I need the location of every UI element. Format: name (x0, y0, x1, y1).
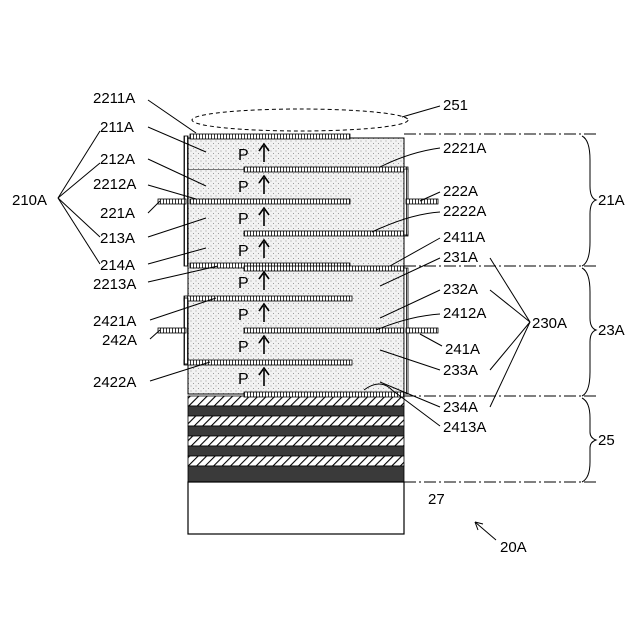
leader-242A (150, 330, 160, 339)
label-2221A: 2221A (443, 140, 486, 157)
leader-251 (402, 106, 440, 117)
label-2413A: 2413A (443, 419, 486, 436)
label-251: 251 (443, 97, 468, 114)
layer-211A (188, 138, 404, 170)
svg-text:P: P (238, 147, 249, 164)
label-242A: 242A (102, 332, 137, 349)
layer-25-stripe-7 (188, 456, 404, 466)
layer-214A (188, 234, 404, 266)
layer-213A (188, 202, 404, 234)
svg-text:P: P (238, 371, 249, 388)
svg-text:P: P (238, 307, 249, 324)
electrode-2412A (244, 328, 410, 333)
label-213A: 213A (100, 230, 135, 247)
label-241A: 241A (445, 341, 480, 358)
layer-232A (188, 298, 404, 330)
label-25: 25 (598, 432, 615, 449)
leader-241A (420, 334, 442, 346)
svg-text:P: P (238, 339, 249, 356)
label-2421A: 2421A (93, 313, 136, 330)
ref-arrow-20A-line (475, 522, 496, 540)
label-2222A: 2222A (443, 203, 486, 220)
region-ellipse-251 (192, 109, 408, 131)
brace-23A (582, 268, 596, 396)
svg-text:P: P (238, 243, 249, 260)
brace-21A (582, 136, 596, 266)
layer-25-stripe-8 (188, 466, 404, 482)
label-23A: 23A (598, 322, 625, 339)
label-234A: 234A (443, 399, 478, 416)
label-21A: 21A (598, 192, 625, 209)
layer-25-stripe-4 (188, 426, 404, 436)
label-230A: 230A (532, 315, 567, 332)
terminal-241A (406, 328, 438, 333)
leader-230A-to-232A (490, 290, 530, 322)
electrode-2212A (190, 199, 350, 204)
label-2211A: 2211A (93, 90, 135, 107)
electrode-2222A (244, 231, 408, 236)
label-2412A: 2412A (443, 305, 486, 322)
substrate-27 (188, 482, 404, 534)
leader-2211A (148, 100, 196, 133)
leader-230A-to-231A (490, 258, 530, 322)
brace-25 (582, 398, 596, 482)
electrode-2413A (244, 392, 404, 397)
label-232A: 232A (443, 281, 478, 298)
layer-25-stripe-3 (188, 416, 404, 426)
label-27: 27 (428, 491, 445, 508)
layer-25-stripe-1 (188, 396, 404, 406)
layer-234A (188, 362, 404, 394)
label-2411A: 2411A (443, 229, 485, 246)
layer-25-stripe-6 (188, 446, 404, 456)
figure-reference-20A: 20A (500, 539, 527, 556)
label-210A: 210A (12, 192, 47, 209)
electrode-2211A (190, 134, 350, 139)
leader-230A-to-233A (490, 322, 530, 370)
layer-212A (188, 170, 404, 202)
label-214A: 214A (100, 257, 135, 274)
label-222A: 222A (443, 183, 478, 200)
layer-25-stripe-2 (188, 406, 404, 416)
label-221A: 221A (100, 205, 135, 222)
terminal-242A (158, 328, 186, 333)
electrode-2221A (244, 167, 408, 172)
label-2422A: 2422A (93, 374, 136, 391)
terminal-221A (158, 199, 186, 204)
svg-text:P: P (238, 211, 249, 228)
label-2213A: 2213A (93, 276, 136, 293)
leader-221A (148, 201, 160, 213)
layer-233A (188, 330, 404, 362)
leader-230A-to-234A (490, 322, 530, 407)
label-233A: 233A (443, 362, 478, 379)
electrode-2411A (244, 266, 404, 271)
svg-text:P: P (238, 275, 249, 292)
layer-25-stripe-5 (188, 436, 404, 446)
svg-text:P: P (238, 179, 249, 196)
label-211A: 211A (100, 119, 134, 136)
label-2212A: 2212A (93, 176, 136, 193)
label-231A: 231A (443, 249, 478, 266)
label-212A: 212A (100, 151, 135, 168)
